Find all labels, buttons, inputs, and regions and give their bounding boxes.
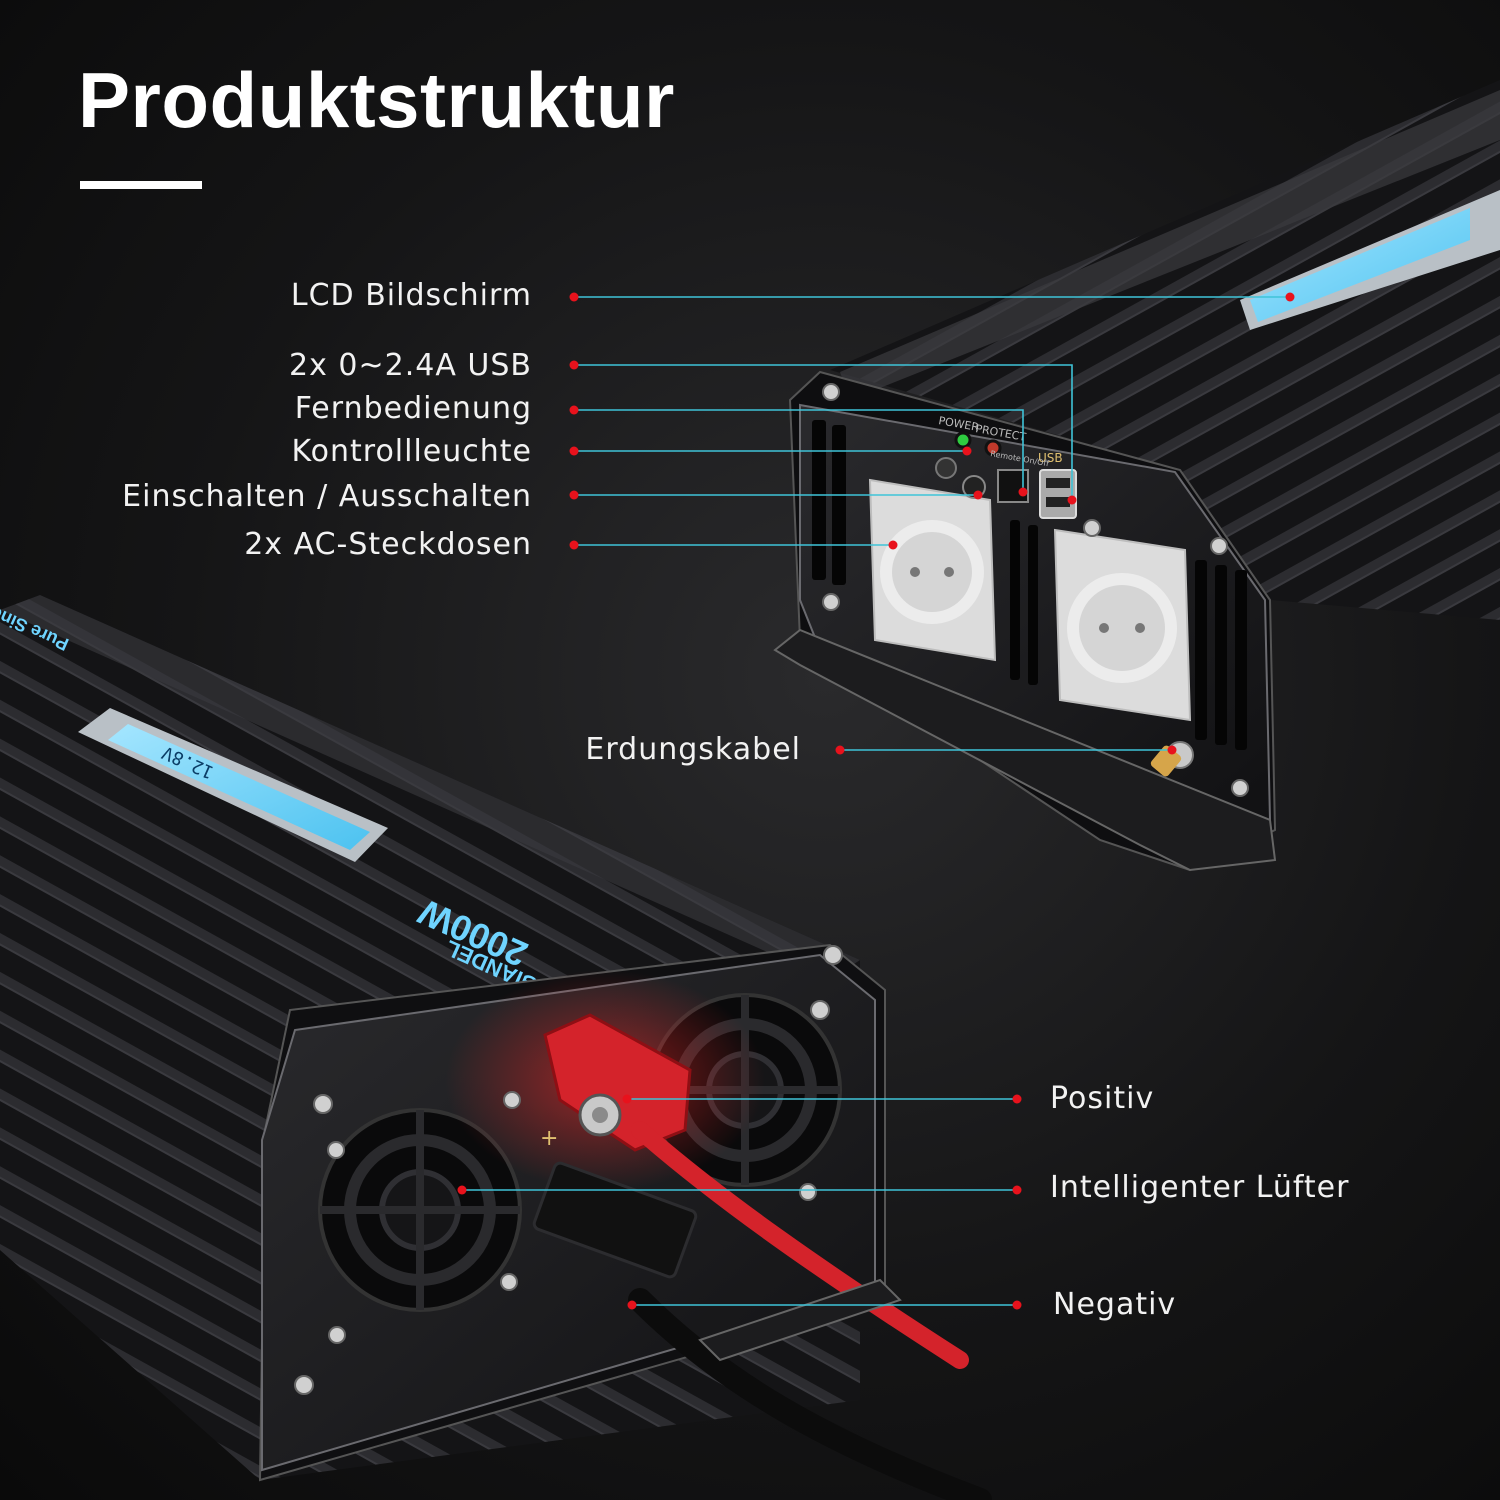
power-led [954,431,972,449]
page-title: Produktstruktur [78,56,675,144]
label-erdungskabel: Erdungskabel [585,732,801,767]
label-kontrollleuchte: Kontrollleuchte [291,434,532,469]
positive-cable [631,1121,969,1369]
label-markers [457,292,1295,1310]
label-lcd-bildschirm: LCD Bildschirm [290,278,532,313]
lower-mounting-flange [698,1278,902,1362]
svg-text:USB: USB [1038,451,1063,465]
title-underline [80,181,202,189]
label-einschalten-ausschalten: Einschalten / Ausschalten [122,479,532,514]
label-usb: 2x 0~2.4A USB [289,348,532,383]
label-intelligenter-luefter: Intelligenter Lüfter [1050,1170,1350,1205]
svg-text:+: + [540,1126,558,1151]
negative-cable [628,1288,992,1500]
lower-lcd-screen [108,724,370,850]
label-negativ: Negativ [1053,1287,1177,1322]
inverter-dc-side: 12.8V 2000W GIANDEL Pure Sine Wave + [0,582,992,1500]
positive-terminal-cover [543,1013,692,1152]
negative-terminal [532,1161,698,1279]
label-positiv: Positiv [1050,1081,1155,1116]
label-ac-steckdosen: 2x AC-Steckdosen [244,527,532,562]
inverter-ac-side: USB POWER PROTECT Remote On/Off [773,80,1500,872]
usb-ports [1039,469,1077,519]
upper-lcd-screen [1250,208,1470,322]
protect-led [984,439,1002,457]
label-fernbedienung: Fernbedienung [294,391,532,426]
upper-heatsink [830,80,1500,620]
leader-lines [462,296,1290,1306]
